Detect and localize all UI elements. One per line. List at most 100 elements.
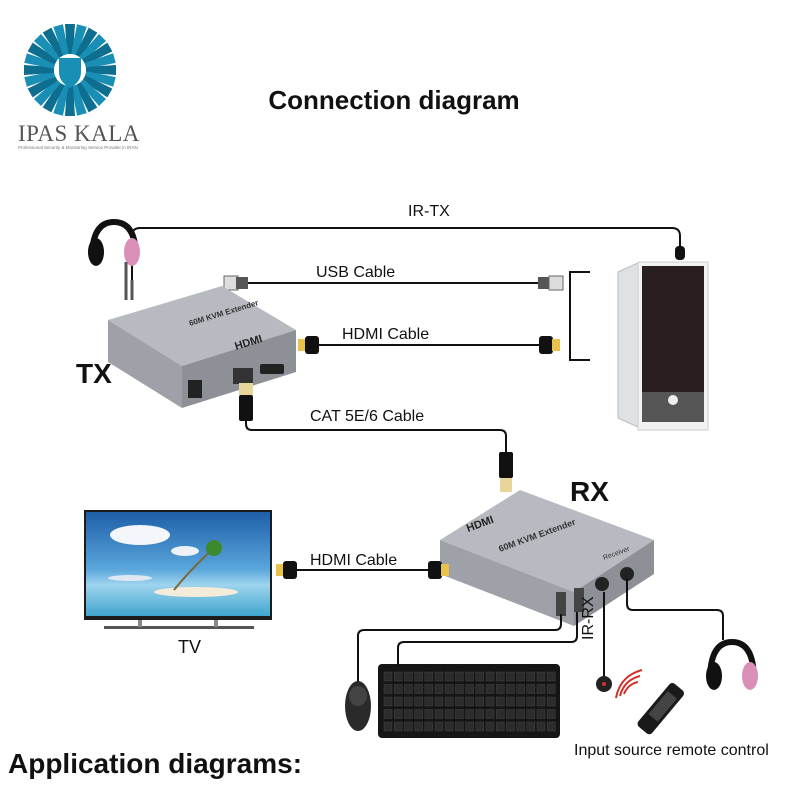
logo-ray bbox=[24, 65, 54, 75]
keyboard-key bbox=[393, 671, 403, 682]
shield-icon bbox=[59, 58, 81, 88]
keyboard-key bbox=[546, 684, 556, 694]
keyboard-key bbox=[434, 671, 444, 682]
keyboard-key bbox=[536, 684, 546, 694]
keyboard-key bbox=[526, 696, 536, 707]
keyboard-key bbox=[455, 721, 464, 732]
keyboard-key bbox=[444, 721, 454, 732]
keyboard-key bbox=[546, 671, 556, 682]
keyboard-key bbox=[536, 696, 546, 707]
usb-plug-left-icon bbox=[223, 275, 248, 291]
keyboard-key bbox=[455, 684, 464, 694]
keyboard-key bbox=[475, 696, 485, 707]
logo-ray bbox=[42, 82, 65, 113]
keyboard-key bbox=[455, 671, 464, 682]
keyboard-key bbox=[485, 721, 495, 732]
keyboard-key bbox=[414, 709, 423, 719]
keyboard-key bbox=[444, 709, 454, 719]
usb-plug-right-icon bbox=[538, 275, 564, 291]
pc-bracket bbox=[569, 271, 590, 361]
logo-ray bbox=[82, 75, 113, 98]
remote-label: Input source remote control bbox=[574, 742, 769, 759]
logo-ray bbox=[84, 71, 116, 87]
keyboard-key bbox=[506, 684, 515, 694]
keyboard-key bbox=[516, 696, 525, 707]
logo bbox=[18, 22, 128, 162]
logo-ray bbox=[24, 53, 56, 69]
ir-receiver-icon bbox=[596, 676, 612, 692]
ir-tx-plug-icon bbox=[675, 246, 685, 260]
keyboard-key bbox=[516, 671, 525, 682]
logo-ray bbox=[42, 27, 65, 58]
ir-signal-icon bbox=[615, 669, 643, 699]
keyboard-key bbox=[383, 671, 393, 682]
logo-ray bbox=[84, 53, 116, 69]
keyboard-key bbox=[546, 709, 556, 719]
logo-burst-icon bbox=[24, 24, 116, 116]
tx-label: TX bbox=[76, 358, 112, 389]
logo-ray bbox=[24, 71, 56, 87]
keyboard-key bbox=[495, 684, 505, 694]
remote-control-icon bbox=[637, 683, 685, 735]
logo-ray bbox=[33, 33, 61, 61]
keyboard-key bbox=[475, 671, 485, 682]
keyboard-key bbox=[485, 671, 495, 682]
keyboard-key bbox=[434, 684, 444, 694]
keyboard-key bbox=[526, 684, 536, 694]
keyboard-key bbox=[383, 684, 393, 694]
tv bbox=[84, 510, 272, 629]
keyboard-key bbox=[475, 721, 485, 732]
logo-ray bbox=[65, 24, 75, 54]
keyboard-key bbox=[546, 721, 556, 732]
keyboard-key bbox=[434, 696, 444, 707]
keyboard-key bbox=[424, 721, 434, 732]
keyboard-key bbox=[444, 671, 454, 682]
tx-device: 60M KVM Extender HDMI bbox=[108, 286, 296, 408]
logo-name: IPAS KALA bbox=[18, 121, 140, 146]
pc-power-button-icon bbox=[668, 395, 678, 405]
logo-ray bbox=[75, 82, 98, 113]
mouse-cable bbox=[357, 614, 562, 684]
hdmi-plug-right-icon bbox=[539, 336, 560, 354]
logo-ray bbox=[79, 79, 107, 107]
pc-tower bbox=[617, 261, 709, 431]
hdmi-cable-top-label: HDMI Cable bbox=[342, 326, 430, 343]
logo-ray bbox=[53, 24, 69, 56]
ir-rx-label: IR-RX bbox=[580, 596, 597, 640]
keyboard-key bbox=[393, 696, 403, 707]
logo-ray bbox=[27, 42, 58, 65]
cat-cable bbox=[245, 420, 507, 455]
keyboard-key bbox=[424, 671, 434, 682]
headphone-tx-icon bbox=[88, 218, 140, 266]
rj45-plug-rx-icon bbox=[499, 452, 513, 492]
keyboard-key bbox=[414, 671, 423, 682]
hdmi-cable-bottom-label: HDMI Cable bbox=[310, 552, 398, 569]
keyboard-key bbox=[424, 684, 434, 694]
keyboard-key bbox=[404, 684, 413, 694]
keyboard-key bbox=[383, 709, 393, 719]
keyboard-key bbox=[506, 709, 515, 719]
keyboard-key bbox=[393, 721, 403, 732]
keyboard-key bbox=[455, 696, 464, 707]
keyboard-key bbox=[495, 696, 505, 707]
mouse-icon bbox=[345, 681, 371, 731]
keyboard-key bbox=[495, 671, 505, 682]
keyboard-key bbox=[434, 721, 444, 732]
keyboard-icon bbox=[378, 664, 560, 738]
keyboard-key bbox=[526, 709, 536, 719]
keyboard-key bbox=[444, 696, 454, 707]
keyboard-key bbox=[516, 684, 525, 694]
keyboard-key bbox=[516, 721, 525, 732]
page-title: Connection diagram bbox=[268, 85, 520, 115]
keyboard-key bbox=[465, 721, 474, 732]
keyboard-key bbox=[383, 696, 393, 707]
keyboard-key bbox=[536, 671, 546, 682]
keyboard-key bbox=[465, 671, 474, 682]
cat-cable-label: CAT 5E/6 Cable bbox=[310, 408, 425, 425]
keyboard-key bbox=[414, 721, 423, 732]
keyboard-key bbox=[536, 721, 546, 732]
keyboard-key bbox=[404, 709, 413, 719]
logo-ray bbox=[71, 84, 87, 116]
ir-tx-label: IR-TX bbox=[408, 203, 450, 220]
